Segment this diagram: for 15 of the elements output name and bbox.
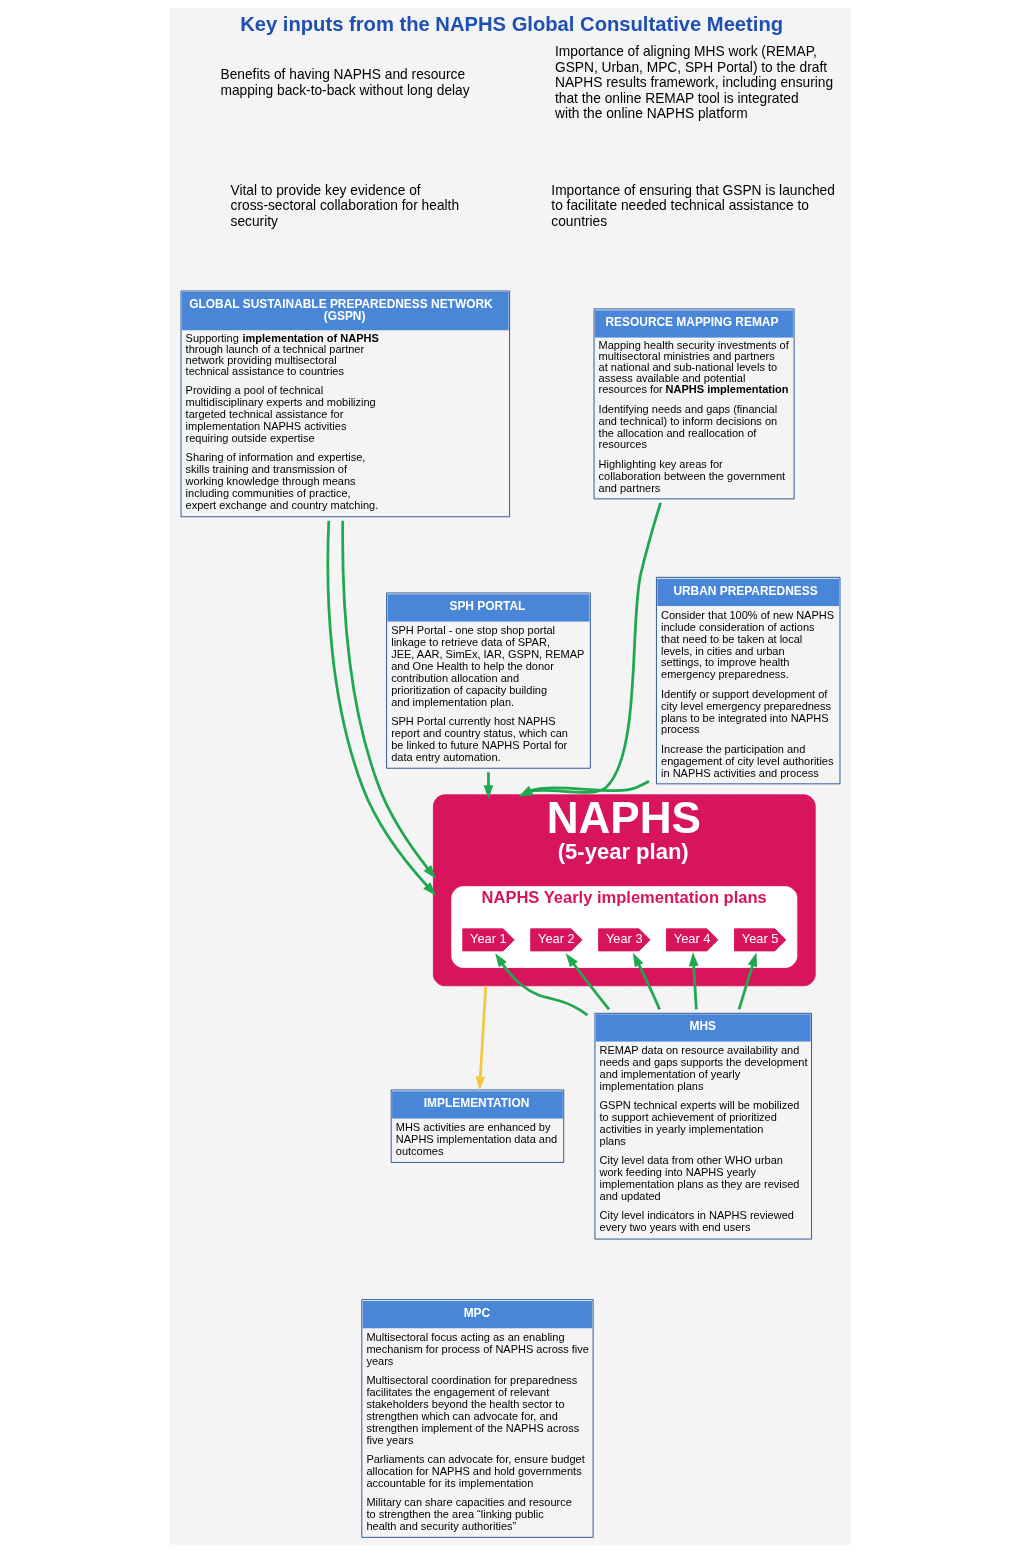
diagram-title: Key inputs from the NAPHS Global Consultative Meeting	[240, 12, 784, 35]
arrow	[632, 952, 661, 1010]
arrow	[483, 772, 494, 800]
arrow	[495, 953, 589, 1017]
label: Importance of ensuring that GSPN is launched to facilitate needed technical assistance to countries	[551, 182, 835, 229]
arrow	[518, 780, 650, 797]
arrow	[518, 502, 662, 797]
arrow	[475, 985, 488, 1091]
label: Benefits of having NAPHS and resource mapping back-to-back without long delay	[220, 67, 470, 99]
arrow	[326, 520, 437, 896]
arrow	[341, 520, 436, 879]
label: Vital to provide key evidence of cross-sectoral collaboration for health security	[230, 182, 460, 229]
label: Importance of aligning MHS work (REMAP, GSPN, Urban, MPC, SPH Portal) to the draft NAPHS results framework, including ensuring that the online REMAP tool is integrated with the online NAPHS platform	[555, 44, 834, 122]
arrow	[688, 952, 699, 1010]
arrow	[565, 953, 611, 1011]
